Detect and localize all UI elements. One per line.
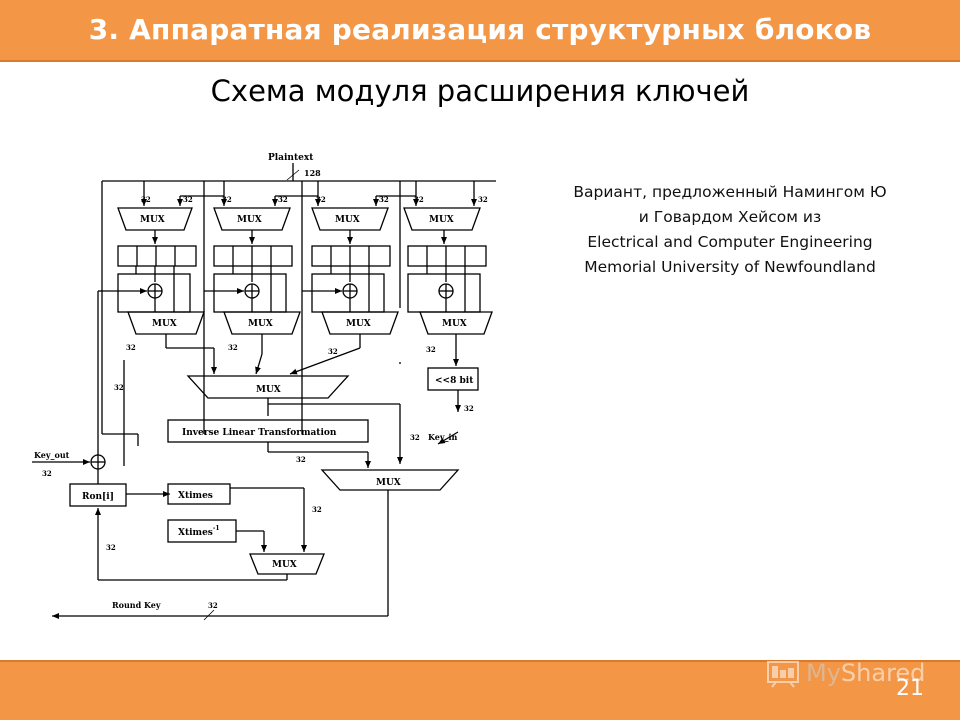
watermark-shared: Shared	[840, 659, 926, 687]
mux-top-4	[403, 207, 481, 231]
svg-text:<<8 bit: <<8 bit	[435, 376, 474, 386]
description-line: Вариант, предложенный Намингом Ю	[573, 183, 887, 201]
slide-title: 3. Аппаратная реализация структурных бло…	[88, 13, 872, 46]
bus-slash	[286, 169, 300, 181]
svg-text:32: 32	[312, 505, 322, 514]
key-expansion-diagram: Plaintext 128 32 32 MUX MUX 32	[28, 146, 504, 624]
svg-text:32: 32	[414, 195, 424, 204]
svg-text:MUX: MUX	[140, 215, 165, 225]
mux-bottom-3	[321, 311, 399, 335]
description-text: Вариант, предложенный Намингом Ю и Говар…	[520, 180, 940, 280]
lane-4: 32 32 MUX MUX 32 <<8 bit 32 Key_in	[399, 181, 493, 445]
svg-text:MUX: MUX	[335, 215, 360, 225]
svg-text:32: 32	[141, 195, 151, 204]
svg-text:32: 32	[114, 383, 124, 392]
svg-text:32: 32	[478, 195, 488, 204]
svg-text:32: 32	[296, 455, 306, 464]
register-4	[407, 245, 487, 267]
xor-box-3	[311, 273, 385, 313]
svg-text:MUX: MUX	[248, 319, 273, 329]
mux-final	[320, 469, 460, 491]
xor-box-4	[407, 273, 481, 313]
svg-text:MUX: MUX	[272, 560, 297, 570]
title-bar: 3. Аппаратная реализация структурных бло…	[0, 0, 960, 62]
svg-text:32: 32	[278, 195, 288, 204]
watermark-my: My	[806, 659, 841, 687]
svg-text:32: 32	[228, 343, 238, 352]
description-line: Memorial University of Newfoundland	[584, 258, 876, 276]
svg-text:32: 32	[183, 195, 193, 204]
diagram-svg: Plaintext 128 32 32 MUX MUX 32	[32, 153, 496, 621]
svg-text:MUX: MUX	[237, 215, 262, 225]
svg-text:32: 32	[328, 347, 338, 356]
svg-text:32: 32	[379, 195, 389, 204]
mux-bottom-4	[419, 311, 493, 335]
ron-box	[69, 483, 127, 507]
svg-text:32: 32	[222, 195, 232, 204]
lane-3: 32 32 MUX MUX 32	[289, 181, 416, 434]
key-out-label: Key_out	[34, 450, 70, 460]
mux-bottom-1	[127, 311, 205, 335]
svg-text:32: 32	[126, 343, 136, 352]
lane-1: 32 32 MUX MUX 32	[101, 181, 224, 466]
mux-top-2	[213, 207, 291, 231]
svg-text:32: 32	[426, 345, 436, 354]
description-line: Electrical and Computer Engineering	[587, 233, 873, 251]
svg-text:MUX: MUX	[442, 319, 467, 329]
svg-text:Xtimes: Xtimes	[178, 491, 213, 501]
round-key-label: Round Key	[112, 600, 161, 610]
register-2	[213, 245, 293, 267]
svg-text:32: 32	[208, 601, 218, 610]
svg-text:32: 32	[42, 469, 52, 478]
register-3	[311, 245, 391, 267]
description-line: и Говардом Хейсом из	[638, 208, 822, 226]
svg-text:Inverse Linear Transformation: Inverse Linear Transformation	[182, 428, 337, 438]
svg-text:MUX: MUX	[256, 385, 281, 395]
svg-text:32: 32	[106, 543, 116, 552]
shift-8-box	[427, 367, 479, 391]
svg-text:MUX: MUX	[152, 319, 177, 329]
svg-text:32: 32	[464, 404, 474, 413]
footer-bar	[0, 660, 960, 720]
mux-ron	[249, 553, 325, 575]
mux-center	[186, 375, 350, 399]
svg-text:Key_in: Key_in	[428, 432, 458, 442]
svg-text:MUX: MUX	[376, 478, 401, 488]
mux-top-1	[117, 207, 193, 231]
myshared-watermark: MyShared	[766, 656, 925, 690]
svg-text:MUX: MUX	[346, 319, 371, 329]
mux-bottom-2	[223, 311, 301, 335]
svg-text:32: 32	[410, 433, 420, 442]
mux-top-3	[311, 207, 389, 231]
svg-text:Xtimes-1: Xtimes-1	[178, 525, 220, 538]
slide-subtitle: Схема модуля расширения ключей	[210, 74, 750, 108]
register-1	[117, 245, 197, 267]
bus-width-label: 128	[304, 168, 321, 178]
page-number: 21	[896, 676, 924, 701]
svg-text:32: 32	[316, 195, 326, 204]
lane-2: 32 32 MUX MUX 32	[203, 181, 318, 434]
xtimes-box	[167, 483, 231, 505]
xor-box-2	[213, 273, 287, 313]
xor-box-1	[117, 273, 191, 313]
svg-text:MUX: MUX	[429, 215, 454, 225]
projector-icon	[767, 661, 799, 688]
svg-text:Ron[i]: Ron[i]	[82, 492, 114, 502]
plaintext-label: Plaintext	[268, 153, 314, 163]
